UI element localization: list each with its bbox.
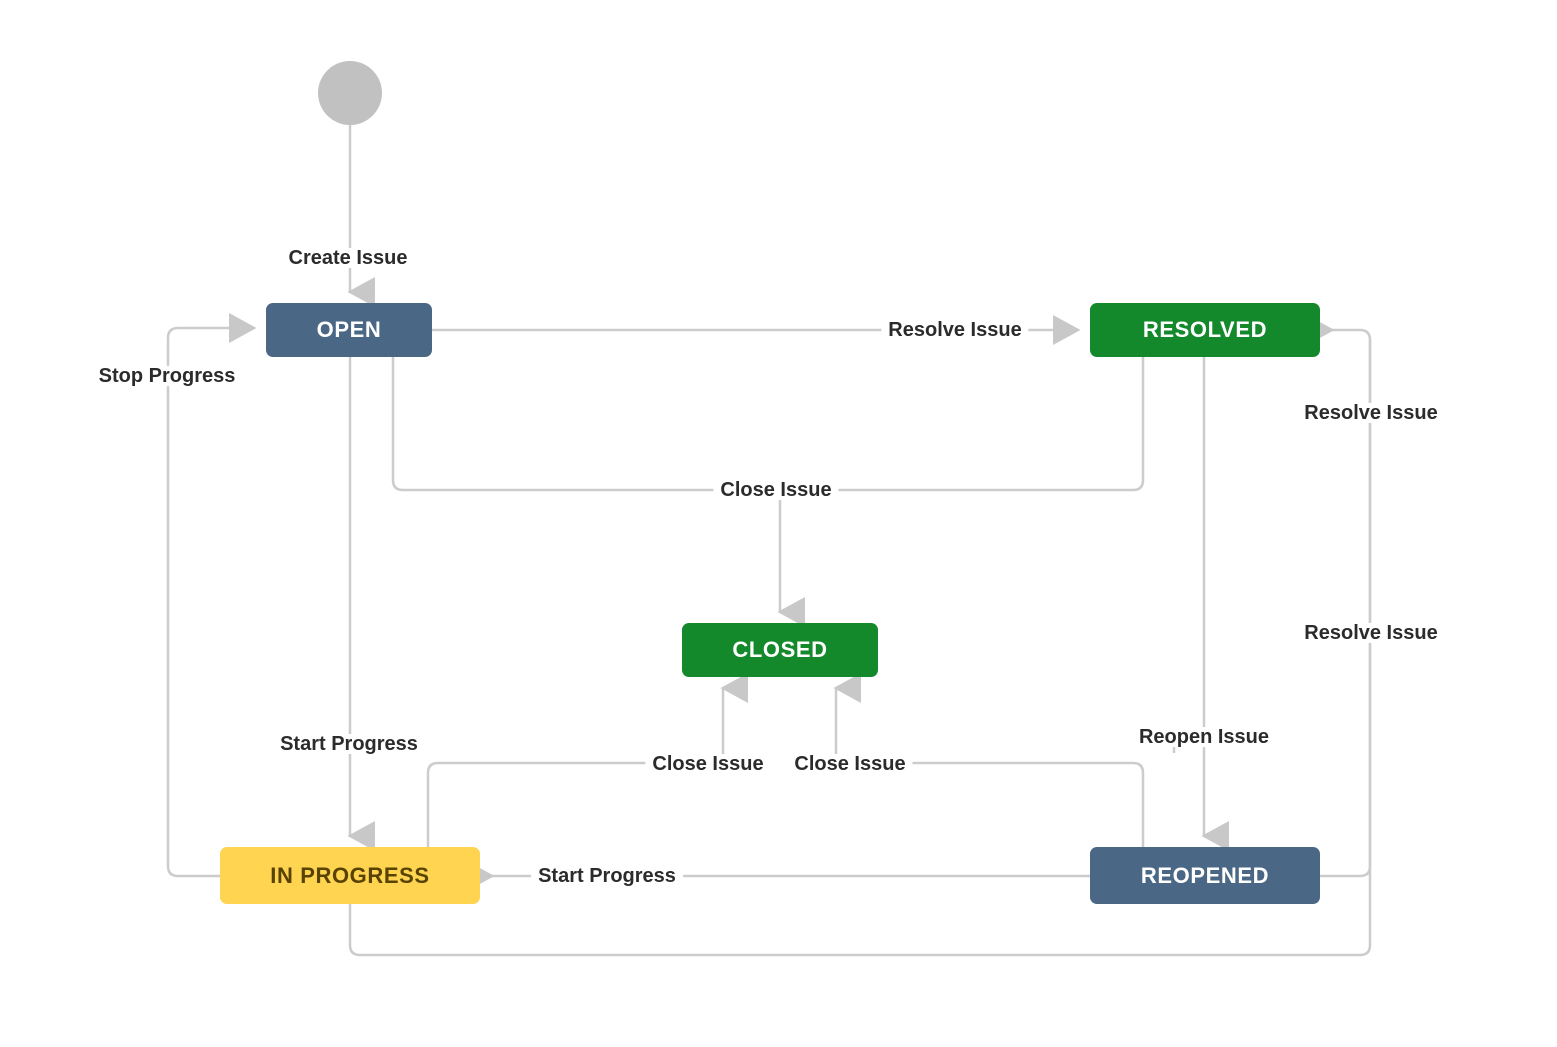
state-node-resolved[interactable]: RESOLVED xyxy=(1090,303,1320,357)
transition-label-inprogress-close-issue[interactable]: Close Issue xyxy=(645,754,771,774)
state-node-reopened[interactable]: REOPENED xyxy=(1090,847,1320,904)
transition-label-create-issue[interactable]: Create Issue xyxy=(281,248,415,268)
transition-label-start-progress-reopened[interactable]: Start Progress xyxy=(531,866,683,886)
state-node-closed-label: CLOSED xyxy=(732,637,828,662)
transition-label-reopen-issue[interactable]: Reopen Issue xyxy=(1131,727,1277,747)
transition-label-open-resolve-issue[interactable]: Resolve Issue xyxy=(881,320,1029,340)
edge-reopened-close-issue xyxy=(836,761,1145,847)
edge-stop-progress xyxy=(166,313,257,878)
state-node-resolved-label: RESOLVED xyxy=(1142,317,1268,342)
state-node-closed[interactable]: CLOSED xyxy=(682,623,878,677)
start-node[interactable] xyxy=(318,61,382,125)
transition-label-stop-progress[interactable]: Stop Progress xyxy=(91,366,243,386)
state-node-in-progress-label: IN PROGRESS xyxy=(270,862,430,888)
transition-label-open-close-issue[interactable]: Close Issue xyxy=(713,480,839,500)
state-node-reopened-label: REOPENED xyxy=(1140,862,1270,888)
transition-label-start-progress-open[interactable]: Start Progress xyxy=(273,734,425,754)
edge-inprogress-close-issue xyxy=(426,761,723,847)
state-node-in-progress[interactable]: IN PROGRESS xyxy=(220,847,480,904)
state-node-open[interactable]: OPEN xyxy=(266,303,432,357)
transition-label-inprogress-resolve-issue[interactable]: Resolve Issue xyxy=(1297,623,1445,643)
state-node-open-label: OPEN xyxy=(316,317,382,342)
edge-open-close-issue xyxy=(391,357,1145,492)
transition-label-reopened-close-issue[interactable]: Close Issue xyxy=(787,754,913,774)
edge-inprogress-resolve-issue xyxy=(348,340,1372,957)
transition-label-reopened-resolve-issue[interactable]: Resolve Issue xyxy=(1297,403,1445,423)
